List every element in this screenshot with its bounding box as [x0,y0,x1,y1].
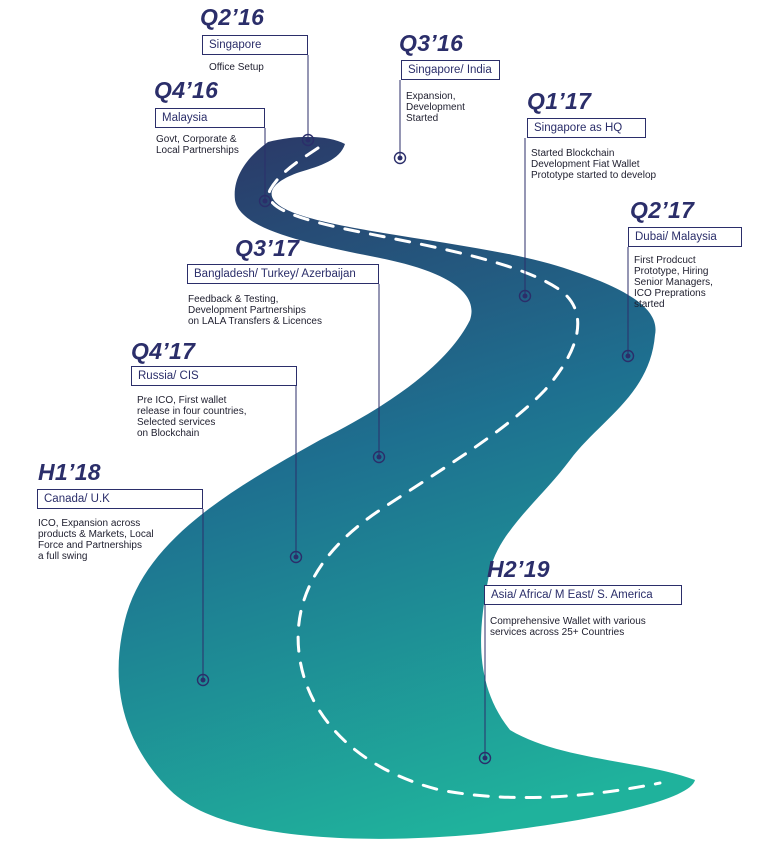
region-box: Asia/ Africa/ M East/ S. America [484,585,682,605]
region-box: Dubai/ Malaysia [628,227,742,247]
milestone-description: Started Blockchain Development Fiat Wall… [531,148,657,181]
milestone-pin [621,349,635,363]
region-box: Singapore/ India [401,60,500,80]
milestone-description: Comprehensive Wallet with various servic… [490,616,646,638]
period-label: Q1’17 [527,88,592,114]
milestone-pin-dot [397,155,403,161]
region-box: Singapore as HQ [527,118,646,138]
milestone-pin [372,450,386,464]
milestone-pin [258,194,272,208]
road-surface [118,136,696,839]
milestone-pin [518,289,532,303]
region-box: Bangladesh/ Turkey/ Azerbaijan [187,264,379,284]
milestone-pin [301,133,315,147]
period-label: Q2’17 [630,197,695,223]
period-label: Q2’16 [200,4,265,30]
milestone-pin-dot [293,554,299,560]
milestone-description: Govt, Corporate & Local Partnerships [156,134,239,156]
region-box: Malaysia [155,108,265,128]
milestone-pin [289,550,303,564]
milestone-description: First Prodcuct Prototype, Hiring Senior … [634,255,713,310]
milestone-pin-dot [200,677,206,683]
road-center-line [267,146,662,800]
milestone-pin-dot [482,755,488,761]
period-label: Q4’17 [131,338,196,364]
marker-layer [196,55,635,765]
period-label: Q4’16 [154,77,219,103]
period-label: Q3’17 [235,235,300,261]
milestone-description: Expansion, Development Started [406,91,465,124]
milestone-pin [393,151,407,165]
milestone-description: Office Setup [209,62,264,73]
period-label: Q3’16 [399,30,464,56]
milestone-pin-dot [262,198,268,204]
region-box: Canada/ U.K [37,489,203,509]
milestone-description: Pre ICO, First wallet release in four co… [137,395,247,439]
milestone-pin-dot [305,137,311,143]
region-box: Singapore [202,35,308,55]
milestone-description: ICO, Expansion across products & Markets… [38,518,154,562]
milestone-pin-dot [522,293,528,299]
period-label: H1’18 [38,459,101,485]
milestone-pin-dot [376,454,382,460]
period-label: H2’19 [487,556,550,582]
milestone-pin-dot [625,353,631,359]
region-box: Russia/ CIS [131,366,297,386]
milestone-pin [478,751,492,765]
milestone-pin [196,673,210,687]
milestone-description: Feedback & Testing, Development Partners… [188,294,322,327]
